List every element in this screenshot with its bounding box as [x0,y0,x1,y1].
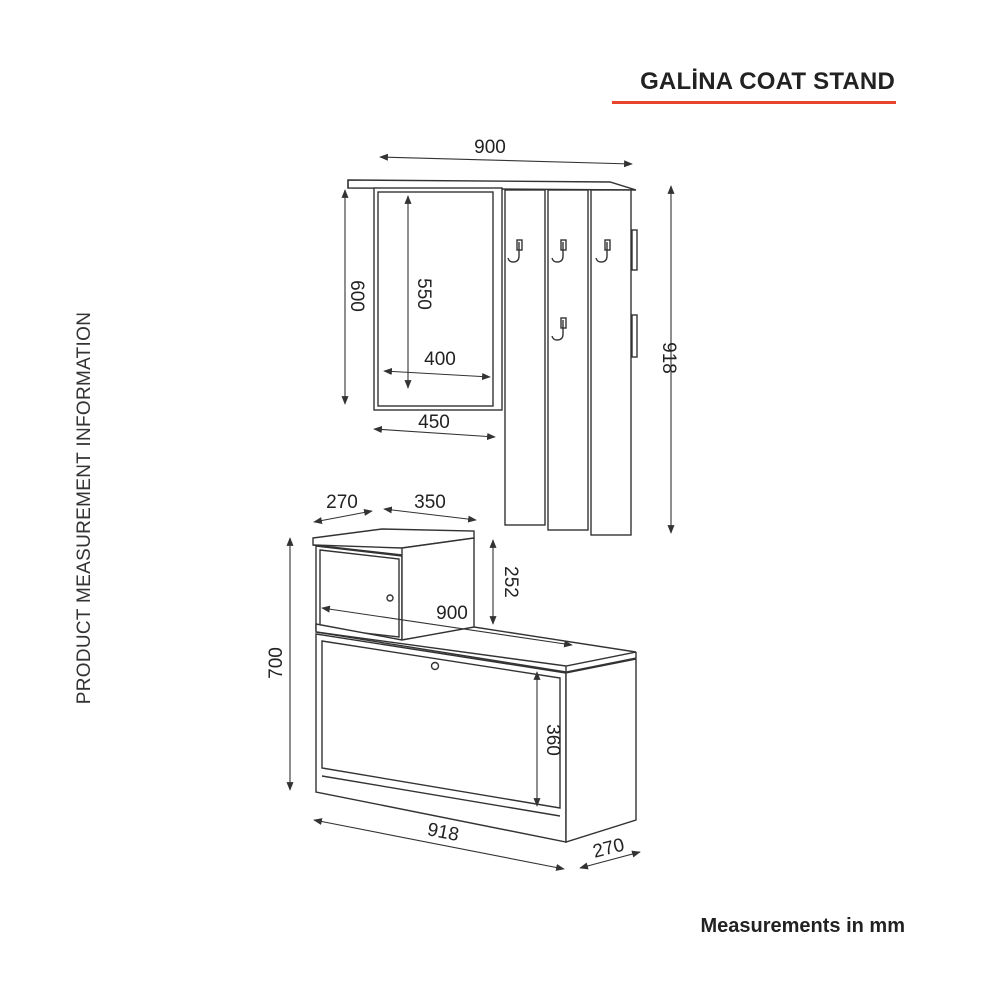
dim-box-depth: 270 [326,492,358,513]
dim-cabinet-height: 700 [266,647,287,679]
hook-board-1 [504,189,546,526]
units-note: Measurements in mm [700,915,905,937]
dim-door-height: 360 [542,724,563,756]
side-hanger-top [631,229,638,271]
dim-line-box-depth [313,509,373,524]
dim-box-height: 252 [500,566,521,598]
coat-hook-icon [551,317,567,341]
panel-dimensions: 900 918 600 550 400 450 [341,137,679,534]
side-hanger-bottom [631,314,638,358]
shoe-cabinet [312,528,637,843]
upper-door-knob-icon [386,594,394,602]
dim-mirror-inner-width: 400 [424,349,456,370]
hook-board-3 [590,189,632,536]
mirror-frame [377,191,494,407]
dim-mirror-outer-height: 600 [346,280,367,312]
title-underline [612,101,896,104]
dim-cabinet-width: 918 [425,819,460,846]
dim-cabinet-depth: 270 [591,835,627,863]
dim-box-width: 350 [414,492,446,513]
dim-panel-height: 918 [658,342,679,374]
cabinet-door-knob-icon [430,661,440,671]
dim-panel-width: 900 [474,137,506,158]
dim-line-mirror-inner-width [383,367,491,381]
cabinet-side [565,658,637,843]
cabinet-door [321,640,561,809]
product-title: GALİNA COAT STAND [640,68,895,95]
coat-hook-icon [507,239,523,263]
dim-line-cabinet-width [313,818,565,871]
hook-board-2 [547,189,589,531]
dim-mirror-outer-width: 450 [418,412,450,433]
dim-mirror-inner-height: 550 [413,278,434,310]
dim-cabinet-top-width: 900 [436,603,468,624]
coat-hook-icon [551,239,567,263]
wall-panel [347,179,638,536]
coat-hook-icon [595,239,611,263]
dim-line-cabinet-top-width [321,605,573,648]
dim-line-box-width [383,506,477,523]
dim-line-cabinet-depth [579,850,641,870]
dim-line-panel-width [379,153,633,168]
dim-line-mirror-outer-width [373,426,496,440]
